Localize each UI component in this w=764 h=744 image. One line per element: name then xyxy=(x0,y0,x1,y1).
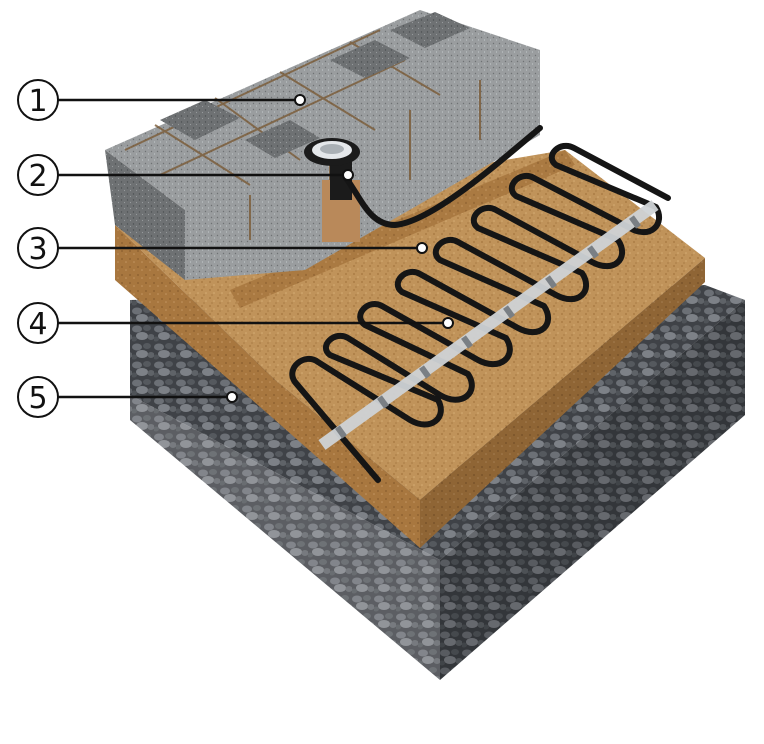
paving-dark-stones xyxy=(160,12,470,158)
paving-top-surface xyxy=(105,10,540,210)
callout-3: 3 xyxy=(17,227,428,269)
cable-fixing-tape xyxy=(318,200,659,450)
callout-2: 2 xyxy=(17,154,354,196)
sensor-lead-wire xyxy=(343,125,543,229)
sand-right-face xyxy=(420,258,705,548)
callout-4-label: 4 xyxy=(28,307,47,342)
callout-5: 5 xyxy=(17,376,238,418)
callout-1: 1 xyxy=(17,79,306,121)
sand-left-face xyxy=(115,225,420,548)
callout-5-label: 5 xyxy=(28,381,47,416)
callout-3-label: 3 xyxy=(28,232,47,267)
tape-clips xyxy=(335,215,641,439)
heating-cable xyxy=(289,143,671,483)
callouts: 1 2 3 4 5 xyxy=(17,79,454,418)
paving-front-face xyxy=(185,50,540,280)
callout-2-label: 2 xyxy=(28,159,47,194)
heating-sensor xyxy=(304,125,543,242)
paving-stones-layer xyxy=(105,10,540,280)
callout-4: 4 xyxy=(17,302,454,344)
heating-cable-layer xyxy=(289,143,671,483)
gravel-left-face xyxy=(130,395,440,680)
sand-edge-band xyxy=(230,150,575,308)
callout-1-label: 1 xyxy=(28,84,47,119)
gravel-right-face xyxy=(440,300,745,680)
